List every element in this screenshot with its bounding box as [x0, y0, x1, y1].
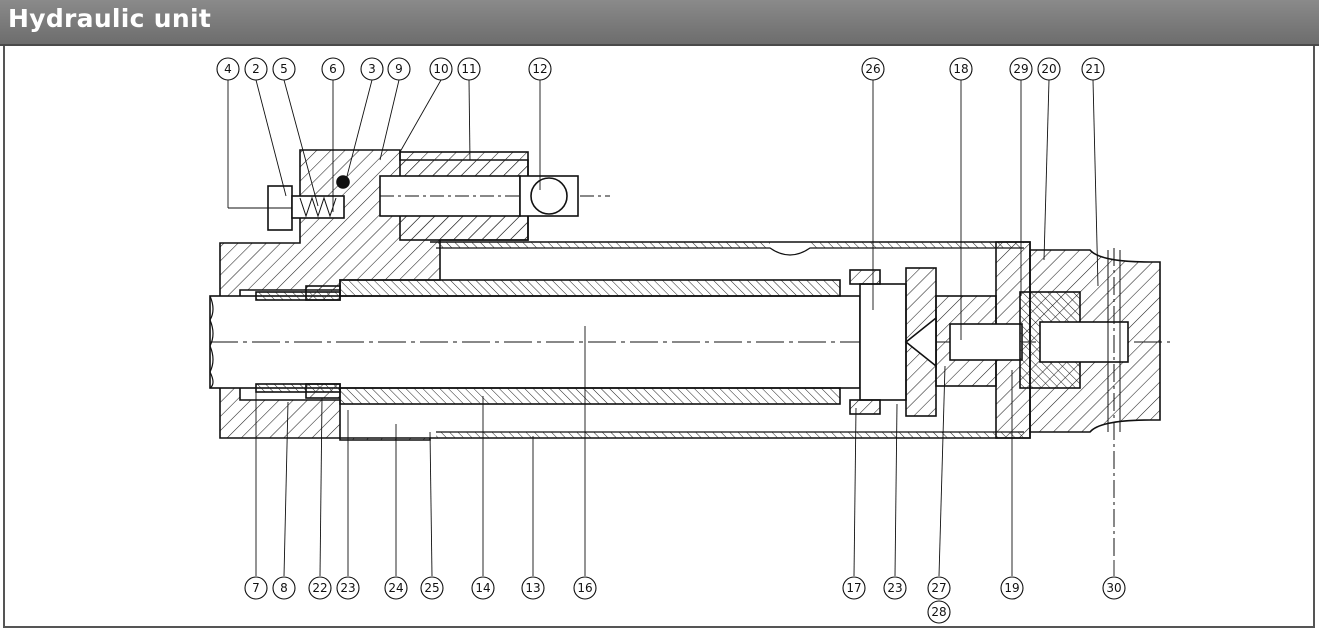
callout-top-9: 26: [861, 57, 885, 81]
callout-number: 13: [525, 581, 540, 595]
callout-top-4: 3: [360, 57, 384, 81]
screw-18: [949, 323, 1023, 361]
callout-number: 30: [1106, 581, 1121, 595]
callout-top-12: 20: [1037, 57, 1061, 81]
assembly-drawing: [209, 149, 1170, 560]
callout-number: 23: [340, 581, 355, 595]
callout-top-0: 4: [216, 57, 240, 81]
callout-bottom-4: 24: [384, 576, 408, 600]
callout-number: 9: [395, 62, 403, 76]
callout-number: 12: [532, 62, 547, 76]
callout-top-6: 10: [429, 57, 453, 81]
callout-number: 16: [577, 581, 592, 595]
callout-number: 2: [252, 62, 260, 76]
callout-number: 20: [1041, 62, 1056, 76]
callout-number: 6: [329, 62, 337, 76]
callout-bottom-5: 25: [420, 576, 444, 600]
callout-top-1: 2: [244, 57, 268, 81]
callout-number: 3: [368, 62, 376, 76]
callout-top-8: 12: [528, 57, 552, 81]
callout-number: 24: [388, 581, 403, 595]
callout-number: 8: [280, 581, 288, 595]
diagram-frame: [3, 46, 1315, 628]
callout-top-11: 29: [1009, 57, 1033, 81]
header-bar: Hydraulic unit: [0, 0, 1319, 46]
callout-number: 28: [931, 605, 946, 619]
callout-bottom-6: 14: [471, 576, 495, 600]
callout-number: 19: [1004, 581, 1019, 595]
callout-top-10: 18: [949, 57, 973, 81]
callout-number: 18: [953, 62, 968, 76]
callout-bottom-11: 27: [927, 576, 951, 600]
callout-number: 23: [887, 581, 902, 595]
callout-number: 17: [846, 581, 861, 595]
bolt-30: [1039, 321, 1129, 363]
callout-top-3: 6: [321, 57, 345, 81]
piston: [859, 283, 907, 401]
page-title: Hydraulic unit: [8, 4, 212, 33]
callout-number: 10: [433, 62, 448, 76]
callout-bottom-13: 19: [1000, 576, 1024, 600]
callout-top-2: 5: [272, 57, 296, 81]
callout-number: 21: [1085, 62, 1100, 76]
callout-number: 4: [224, 62, 232, 76]
callout-number: 22: [312, 581, 327, 595]
callout-number: 27: [931, 581, 946, 595]
callout-bottom-7: 13: [521, 576, 545, 600]
callout-number: 11: [461, 62, 476, 76]
callout-number: 25: [424, 581, 439, 595]
callout-bottom-12: 28: [927, 600, 951, 624]
leader-lines: [227, 79, 1115, 577]
callout-top-13: 21: [1081, 57, 1105, 81]
callout-bottom-1: 8: [272, 576, 296, 600]
callout-bottom-0: 7: [244, 576, 268, 600]
callout-number: 14: [475, 581, 490, 595]
callout-number: 26: [865, 62, 880, 76]
callout-top-5: 9: [387, 57, 411, 81]
callout-number: 5: [280, 62, 288, 76]
callout-number: 7: [252, 581, 260, 595]
callout-top-7: 11: [457, 57, 481, 81]
callout-bottom-14: 30: [1102, 576, 1126, 600]
callout-bottom-3: 23: [336, 576, 360, 600]
callout-number: 29: [1013, 62, 1028, 76]
callout-bottom-8: 16: [573, 576, 597, 600]
callout-bottom-2: 22: [308, 576, 332, 600]
callout-bottom-10: 23: [883, 576, 907, 600]
callout-bottom-9: 17: [842, 576, 866, 600]
